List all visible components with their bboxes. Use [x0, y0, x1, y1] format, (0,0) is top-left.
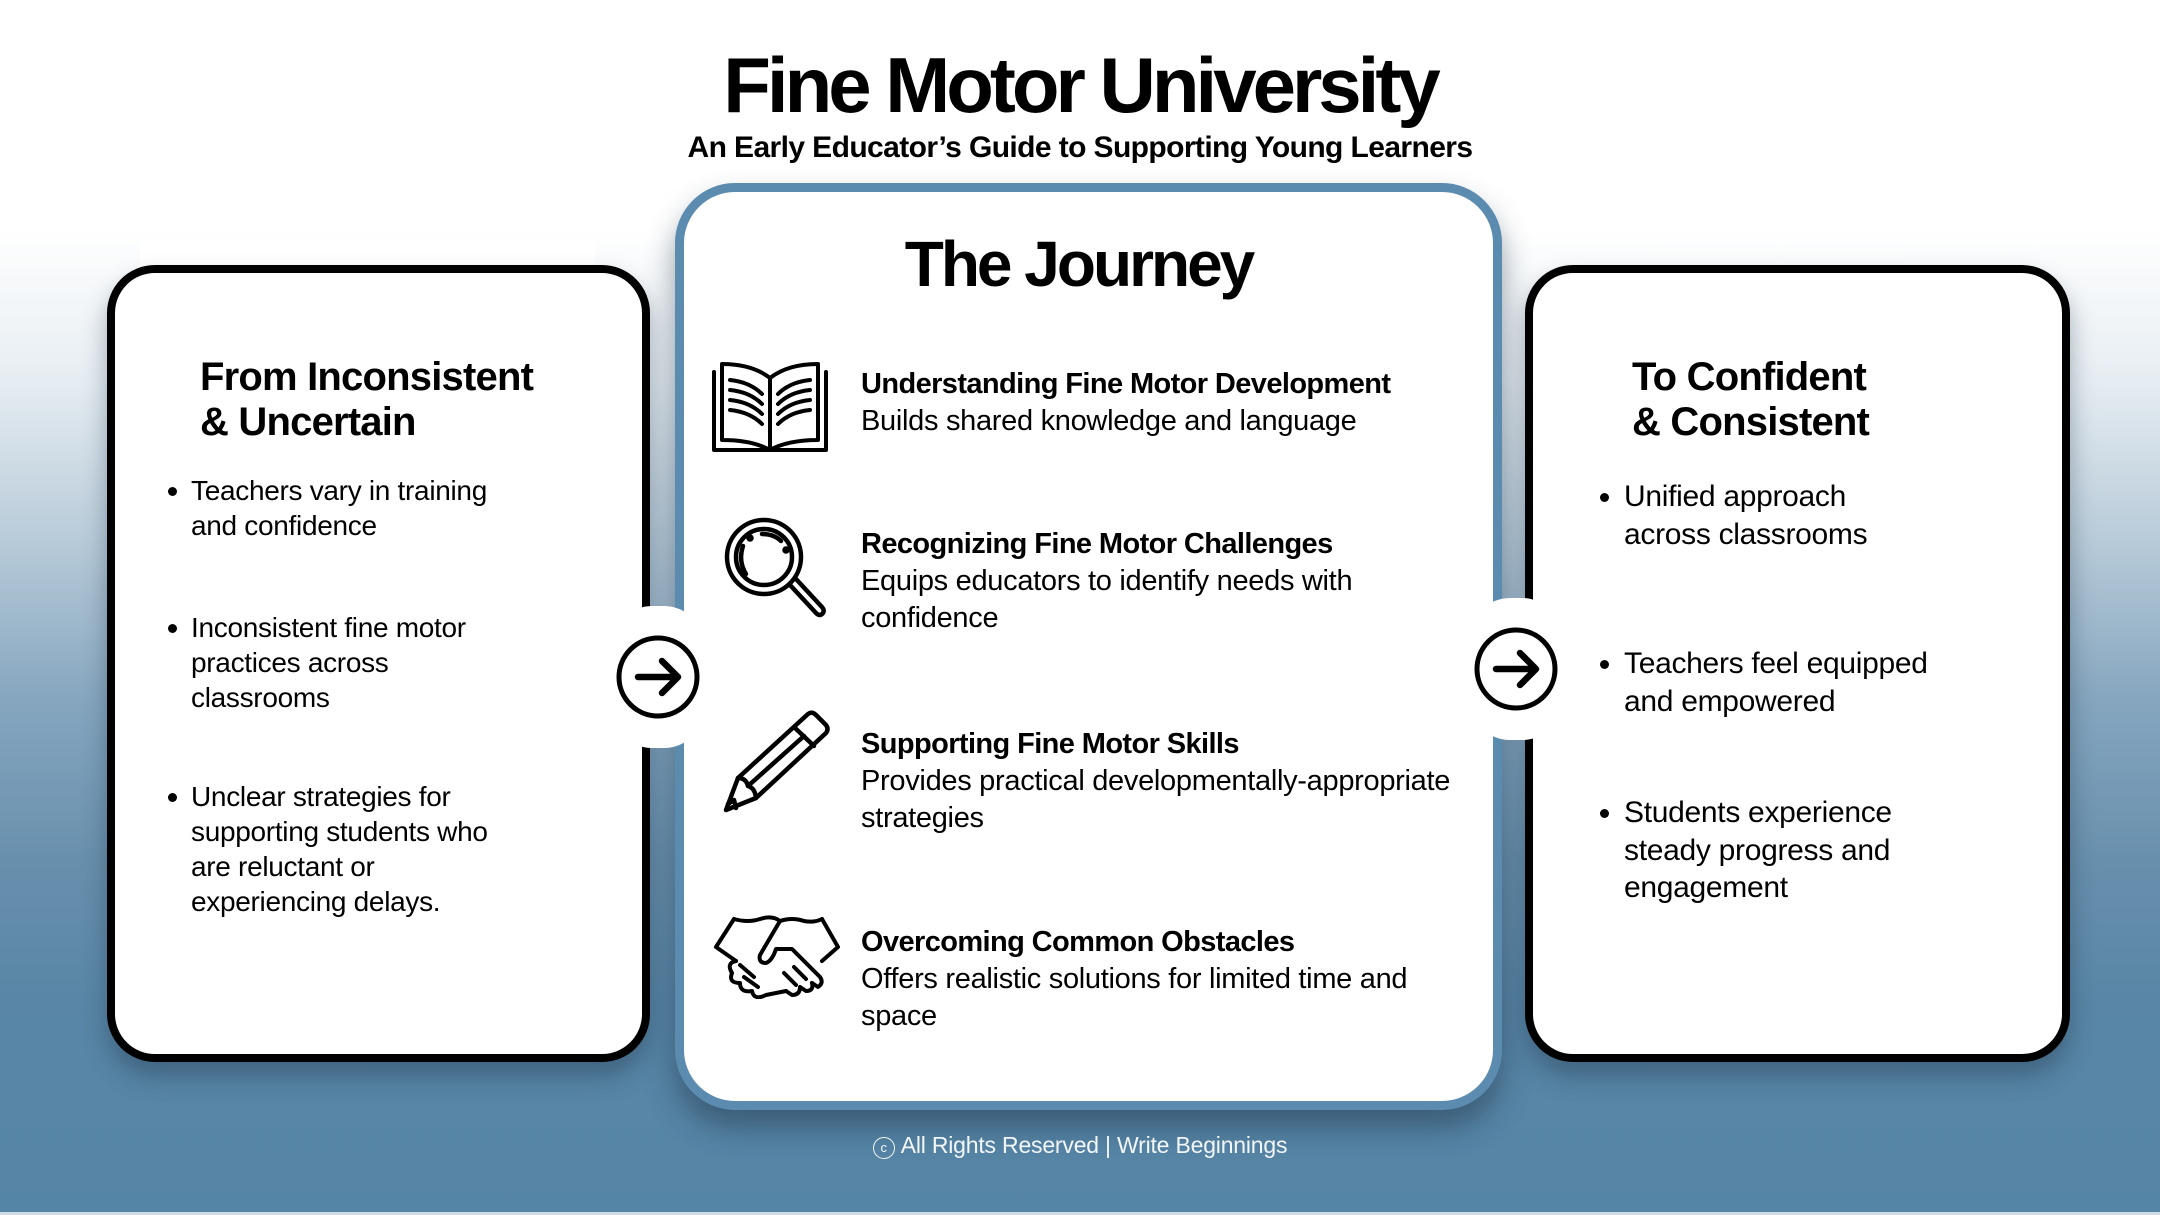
bullet-text: Unclear strategies for supporting studen… [191, 781, 488, 917]
bottom-edge-line [0, 1212, 2160, 1215]
step-text: Recognizing Fine Motor Challenges Equips… [861, 526, 1461, 637]
bullet-dot-icon [1600, 809, 1609, 818]
list-item: Unclear strategies for supporting studen… [168, 779, 498, 919]
from-heading-line-2: & Uncertain [200, 400, 417, 444]
step-description: Equips educators to identify needs with … [861, 565, 1353, 634]
bullet-dot-icon [1600, 660, 1609, 669]
open-book-icon [712, 360, 828, 459]
list-item: Unified approach across classrooms [1600, 478, 1930, 553]
footer-text: All Rights Reserved | Write Beginnings [900, 1132, 1288, 1158]
handshake-icon [714, 915, 840, 1004]
right-connector [1470, 598, 1562, 740]
step-title: Overcoming Common Obstacles [861, 926, 1295, 958]
arrow-right-circle-icon [1474, 627, 1558, 711]
bullet-dot-icon [168, 793, 177, 802]
bullet-text: Teachers vary in training and confidence [191, 475, 487, 541]
step-title: Recognizing Fine Motor Challenges [861, 528, 1333, 560]
bullet-text: Students experience steady progress and … [1624, 796, 1892, 904]
list-item: Inconsistent fine motor practices across… [168, 610, 498, 715]
list-item: Teachers feel equipped and empowered [1600, 645, 1930, 720]
from-heading-line-1: From Inconsistent [200, 355, 534, 399]
to-bullet-list: Unified approach across classrooms Teach… [1600, 478, 1930, 907]
step-text: Supporting Fine Motor Skills Provides pr… [861, 726, 1461, 837]
page-title: Fine Motor University [723, 41, 1440, 129]
step-text: Overcoming Common Obstacles Offers reali… [861, 924, 1461, 1035]
left-connector [612, 606, 704, 748]
bullet-dot-icon [1600, 493, 1609, 502]
bullet-dot-icon [168, 487, 177, 496]
magnifying-glass-icon [724, 517, 828, 630]
step-title: Supporting Fine Motor Skills [861, 728, 1240, 760]
journey-title: The Journey [904, 228, 1256, 300]
step-description: Offers realistic solutions for limited t… [861, 963, 1408, 1032]
step-description: Provides practical developmentally-appro… [861, 765, 1451, 834]
list-item: Teachers vary in training and confidence [168, 473, 498, 543]
pencil-icon [722, 710, 830, 821]
step-text: Understanding Fine Motor Development Bui… [861, 366, 1461, 440]
from-card: From Inconsistent & Uncertain Teachers v… [107, 265, 650, 1062]
bullet-text: Inconsistent fine motor practices across… [191, 612, 466, 713]
copyright-icon: c [872, 1137, 895, 1159]
to-card: To Confident & Consistent Unified approa… [1525, 265, 2070, 1062]
from-card-heading: From Inconsistent & Uncertain [200, 355, 534, 445]
bullet-dot-icon [168, 624, 177, 633]
to-card-heading: To Confident & Consistent [1632, 355, 1870, 445]
journey-card: The Journey Understanding Fine Motor Dev… [675, 183, 1502, 1110]
arrow-right-circle-icon [616, 635, 700, 719]
step-description: Builds shared knowledge and language [861, 405, 1357, 437]
page-subtitle: An Early Educator’s Guide to Supporting … [687, 131, 1474, 164]
bullet-text: Unified approach across classrooms [1624, 480, 1868, 551]
from-bullet-list: Teachers vary in training and confidence… [168, 473, 498, 919]
bullet-text: Teachers feel equipped and empowered [1624, 647, 1928, 718]
to-heading-line-2: & Consistent [1632, 400, 1870, 444]
step-title: Understanding Fine Motor Development [861, 368, 1391, 400]
list-item: Students experience steady progress and … [1600, 794, 1930, 907]
to-heading-line-1: To Confident [1632, 355, 1867, 399]
